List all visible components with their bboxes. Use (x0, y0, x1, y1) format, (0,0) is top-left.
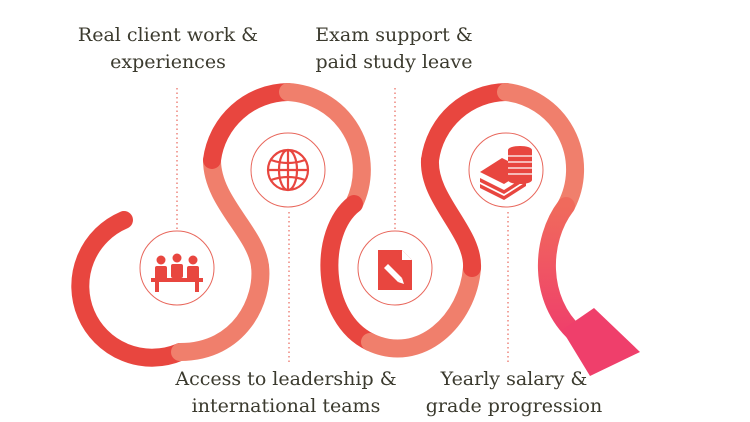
wave-segment-2 (203, 151, 269, 275)
globe-icon (266, 148, 310, 192)
guide-lines (176, 88, 509, 362)
benefit-label-line: Real client work & (77, 24, 259, 46)
wave-segment-9 (497, 83, 585, 215)
benefit-label-line: grade progression (425, 395, 603, 417)
benefit-label-salary: Yearly salary & grade progression (394, 366, 634, 420)
wave-segment-8 (421, 83, 515, 169)
wave-segment-1b (171, 257, 270, 361)
wave-segment-5 (320, 195, 379, 351)
meeting-people-icon (151, 253, 203, 292)
document-pencil-icon (378, 250, 412, 290)
benefit-label-line: international teams (191, 395, 381, 417)
arrow-shaft (537, 197, 585, 343)
wave-segment-6 (361, 259, 481, 358)
benefit-label-line: experiences (110, 51, 226, 73)
benefit-label-line: Exam support & (315, 24, 473, 46)
benefit-label-line: paid study leave (315, 51, 473, 73)
wave-segment-4 (279, 83, 371, 213)
wave-segment-1 (71, 211, 189, 367)
wave-band (71, 83, 585, 367)
wave-segment-7 (421, 151, 481, 277)
benefit-label-line: Access to leadership & (175, 368, 397, 390)
money-coins-icon (480, 146, 532, 200)
benefit-label-line: Yearly salary & (440, 368, 588, 390)
wave-segment-3 (203, 83, 297, 169)
benefit-label-exam-support: Exam support & paid study leave (274, 22, 514, 76)
benefit-label-client-work: Real client work & experiences (48, 22, 288, 76)
benefit-label-leadership: Access to leadership & international tea… (166, 366, 406, 420)
arrow-head (562, 308, 640, 376)
